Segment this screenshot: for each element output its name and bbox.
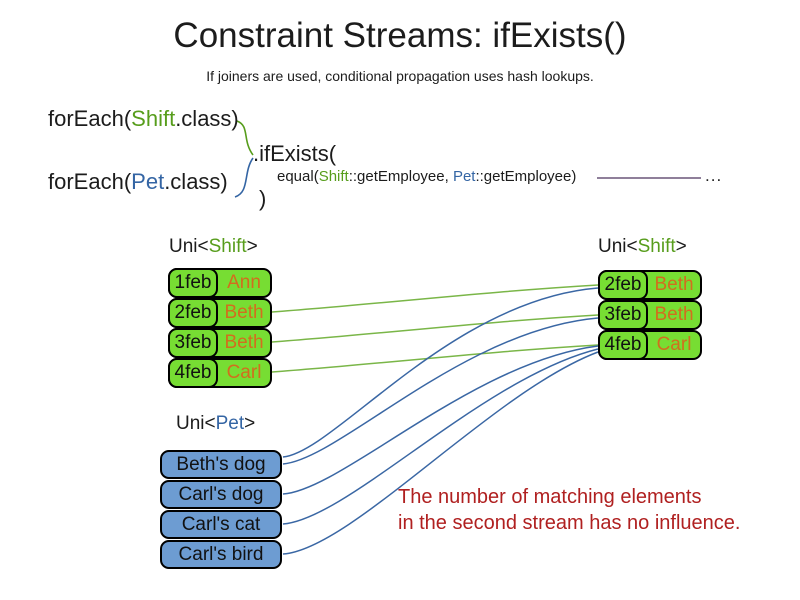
- shift-date-cell: 3feb: [598, 300, 648, 330]
- shift-employee-cell: Carl: [226, 362, 262, 383]
- shift-row-2feb-beth: 2feb Beth: [168, 298, 272, 328]
- shift-date-cell: 2feb: [598, 270, 648, 300]
- green-match-line-2feb: [271, 284, 599, 313]
- pet-item-carls-cat: Carl's cat: [160, 510, 282, 539]
- code-foreach-shift-suffix: .class): [175, 106, 239, 131]
- shift-date-cell: 4feb: [168, 358, 218, 388]
- shift-row-3feb-beth: 3feb Beth: [598, 300, 702, 330]
- shift-date-cell: 3feb: [168, 328, 218, 358]
- annotation-note: The number of matching elements in the s…: [398, 484, 740, 536]
- code-equal-prefix: equal(: [277, 168, 319, 185]
- pet-table-label: Uni<Pet>: [176, 413, 255, 435]
- left-shift-label-suffix: >: [246, 236, 258, 257]
- left-shift-label-prefix: Uni<: [169, 236, 209, 257]
- shift-employee-cell: Carl: [656, 334, 692, 355]
- pet-item-carls-bird: Carl's bird: [160, 540, 282, 569]
- pet-label-suffix: >: [244, 413, 256, 434]
- annotation-note-line2: in the second stream has no influence.: [398, 512, 741, 534]
- shift-row-1feb-ann: 1feb Ann: [168, 268, 272, 298]
- right-shift-label-class: Shift: [637, 236, 676, 257]
- shift-date-cell: 2feb: [168, 298, 218, 328]
- page-subtitle: If joiners are used, conditional propaga…: [206, 68, 594, 84]
- pet-item-beths-dog: Beth's dog: [160, 450, 282, 479]
- code-ifexists-close: ): [259, 186, 267, 211]
- shift-date-cell: 4feb: [598, 330, 648, 360]
- right-shift-label-suffix: >: [675, 236, 687, 257]
- shift-employee-cell: Ann: [227, 272, 261, 293]
- code-foreach-pet-suffix: .class): [164, 169, 228, 194]
- shift-row-3feb-beth: 3feb Beth: [168, 328, 272, 358]
- code-foreach-pet: forEach(Pet.class): [48, 169, 228, 195]
- blue-match-line-beths-dog-2feb: [282, 287, 599, 458]
- shift-employee-cell: Beth: [654, 304, 694, 325]
- shift-row-2feb-beth: 2feb Beth: [598, 270, 702, 300]
- code-shift-class-token: Shift: [131, 106, 176, 131]
- shift-employee-cell: Beth: [224, 332, 264, 353]
- code-pet-class-token: Pet: [131, 169, 165, 194]
- shift-employee-cell: Beth: [224, 302, 264, 323]
- code-equal-left-rest: ::getEmployee,: [348, 168, 453, 185]
- code-foreach-shift-prefix: forEach(: [48, 106, 132, 131]
- right-shift-label-prefix: Uni<: [598, 236, 638, 257]
- left-shift-table-label: Uni<Shift>: [169, 236, 258, 258]
- shift-row-4feb-carl: 4feb Carl: [598, 330, 702, 360]
- shift-row-4feb-carl: 4feb Carl: [168, 358, 272, 388]
- right-shift-table-label: Uni<Shift>: [598, 236, 687, 258]
- green-match-line-3feb: [271, 314, 599, 343]
- green-match-line-4feb: [271, 344, 599, 373]
- pet-label-prefix: Uni<: [176, 413, 216, 434]
- blue-match-line-beths-dog-3feb: [282, 317, 599, 465]
- brace-top-shift-stream: [236, 120, 254, 156]
- page-title: Constraint Streams: ifExists(): [173, 16, 627, 55]
- shift-date-cell: 1feb: [168, 268, 218, 298]
- code-equal-right-rest: ::getEmployee): [475, 168, 577, 185]
- shift-employee-cell: Beth: [654, 274, 694, 295]
- code-foreach-pet-prefix: forEach(: [48, 169, 132, 194]
- code-equal-shift-token: Shift: [318, 168, 349, 185]
- code-ifexists-open: .ifExists(: [253, 141, 337, 166]
- code-equal-joiner: equal(Shift::getEmployee, Pet::getEmploy…: [277, 168, 576, 185]
- pet-item-carls-dog: Carl's dog: [160, 480, 282, 509]
- code-equal-pet-token: Pet: [452, 168, 476, 185]
- continuation-ellipsis: ...: [705, 166, 723, 185]
- pet-label-class: Pet: [215, 413, 245, 434]
- left-shift-label-class: Shift: [208, 236, 247, 257]
- annotation-note-line1: The number of matching elements: [398, 486, 702, 508]
- code-foreach-shift: forEach(Shift.class): [48, 106, 239, 132]
- blue-match-line-carls-dog-4feb: [282, 345, 599, 495]
- brace-bottom-pet-stream: [234, 157, 254, 198]
